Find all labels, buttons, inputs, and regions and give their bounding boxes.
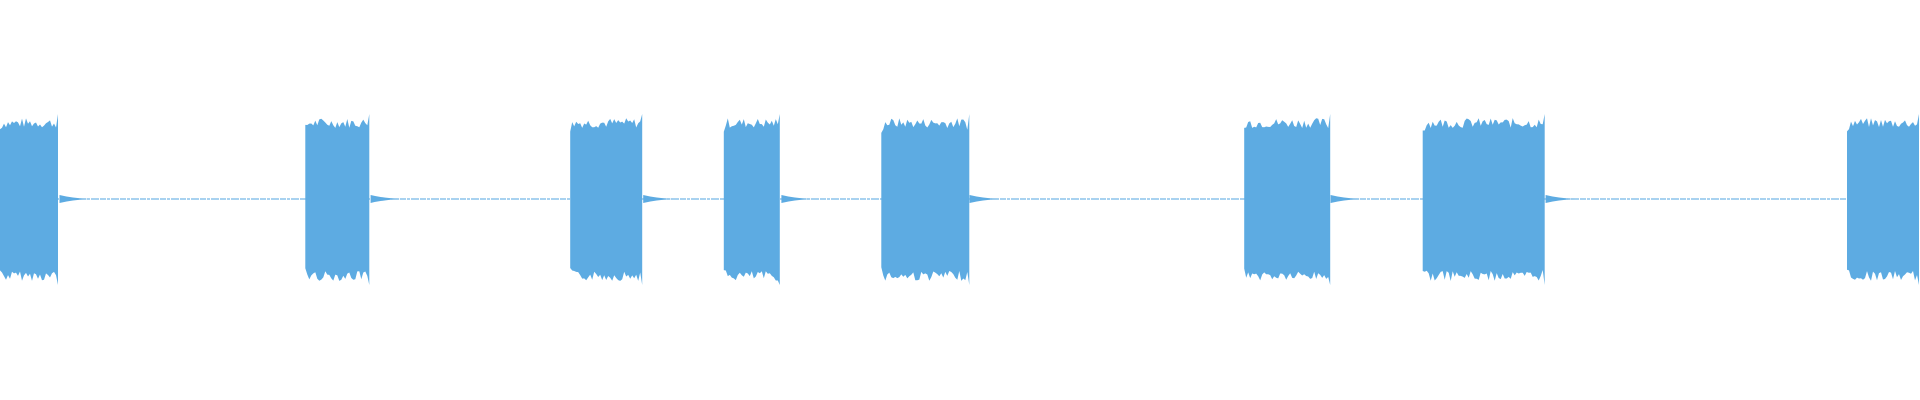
waveform-tail <box>1545 195 1576 203</box>
waveform-burst <box>723 114 780 285</box>
waveform-burst <box>570 114 643 285</box>
waveform-burst <box>1847 114 1919 285</box>
waveform-tail <box>969 195 1000 203</box>
waveform-burst <box>0 114 58 285</box>
waveform-burst <box>305 114 370 285</box>
waveform-burst <box>1422 114 1545 285</box>
waveform-tail <box>370 195 401 203</box>
waveform-tail <box>781 195 812 203</box>
waveform-bursts <box>0 114 1919 285</box>
waveform-tail <box>643 195 674 203</box>
waveform-burst <box>1244 114 1331 285</box>
waveform-tail <box>59 195 90 203</box>
waveform-burst <box>881 114 970 285</box>
waveform-tail <box>1330 195 1361 203</box>
